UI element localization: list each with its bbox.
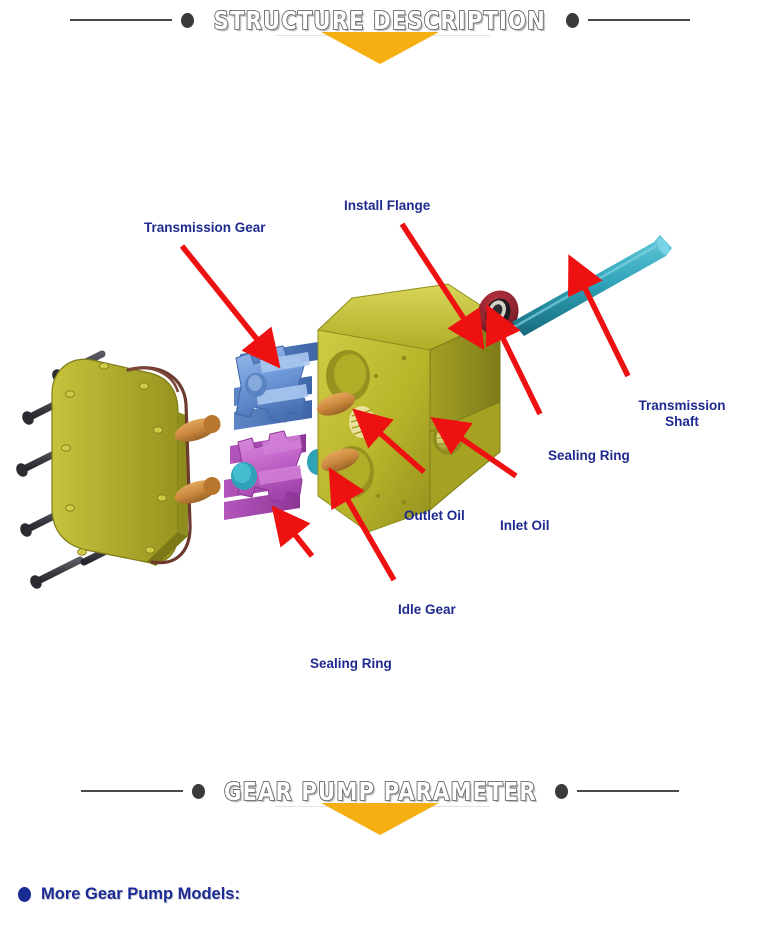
section-header-structure-description: STRUCTURE DESCRIPTION [0, 4, 760, 64]
shaft-label-line1: Transmission [638, 398, 725, 413]
callout-label-transmission-gear: Transmission Gear [144, 220, 266, 235]
cover-plate-edge [178, 412, 188, 536]
idle-gear [224, 430, 329, 520]
transmission-gear [234, 342, 318, 430]
callout-arrows [179, 222, 631, 582]
end-cover-plate-assembly [16, 350, 221, 589]
more-models-label: More Gear Pump Models: [41, 885, 240, 903]
callout-label-install-flange: Install Flange [344, 198, 431, 213]
callout-label-inlet-oil: Inlet Oil [500, 518, 550, 533]
header-rule-left [70, 19, 173, 21]
exploded-gear-pump-diagram: Transmission Gear Install Flange Transmi… [0, 180, 760, 720]
bullet-dot-icon [565, 12, 579, 28]
shaft-label-line2: Shaft [665, 414, 699, 429]
transmission-shaft [512, 235, 672, 336]
bullet-dot-icon [191, 783, 205, 799]
bullet-dot-icon [181, 12, 195, 28]
arrow-install-flange [399, 222, 485, 351]
section-header-gear-pump-parameter: GEAR PUMP PARAMETER [0, 775, 760, 835]
arrow-transmission-gear [179, 244, 281, 369]
header-arrow-area [0, 803, 760, 837]
section-title: GEAR PUMP PARAMETER [223, 776, 537, 807]
section-title: STRUCTURE DESCRIPTION [213, 5, 547, 36]
bushing-group [174, 415, 221, 504]
down-triangle-icon [321, 803, 439, 835]
arrow-sealing-ring-left [271, 505, 315, 558]
shaft-bushing-group [316, 392, 360, 472]
inlet-oil-port [349, 406, 375, 438]
arrow-sealing-ring-right [486, 304, 543, 416]
header-row: STRUCTURE DESCRIPTION [0, 4, 760, 36]
bullet-dot-icon [555, 783, 569, 799]
bullet-dot-icon [18, 887, 31, 902]
header-row: GEAR PUMP PARAMETER [0, 775, 760, 807]
callout-label-outlet-oil: Outlet Oil [404, 508, 465, 523]
down-triangle-icon [321, 32, 439, 64]
cover-plate-face [51, 358, 179, 564]
header-rule-left [80, 790, 183, 792]
header-rule-right [577, 790, 680, 792]
header-arrow-area [0, 32, 760, 66]
more-gear-pump-models: More Gear Pump Models: [18, 885, 240, 904]
callout-label-sealing-ring-left: Sealing Ring [310, 656, 392, 671]
callout-label-sealing-ring-right: Sealing Ring [548, 448, 630, 463]
arrow-inlet-oil [430, 417, 518, 479]
arrow-outlet-oil [352, 408, 426, 475]
header-rule-right [587, 19, 690, 21]
callout-label-idle-gear: Idle Gear [398, 602, 457, 617]
arrow-idle-gear [328, 467, 397, 582]
arrow-transmission-shaft [568, 254, 631, 378]
